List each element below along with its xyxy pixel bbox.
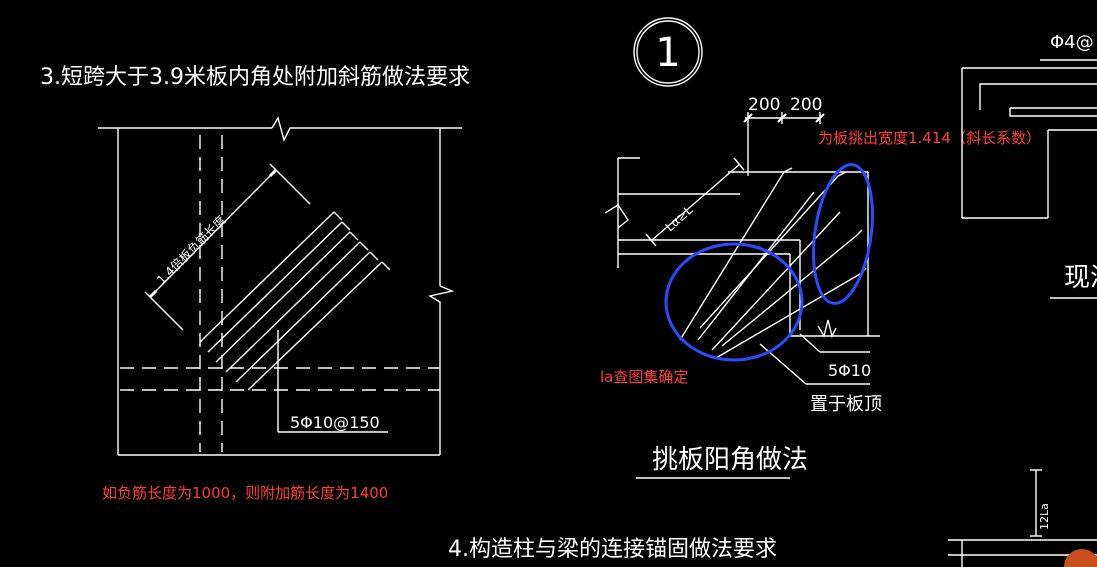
middle-detail xyxy=(604,17,880,479)
right-dim-label: 12La xyxy=(1038,503,1051,530)
highlight-ellipse-corner xyxy=(664,242,804,362)
dim-200-right: 200 xyxy=(790,95,822,115)
right-top-label: Φ4@ xyxy=(1050,32,1094,53)
left-rebar-label: 5Φ10@150 xyxy=(290,413,380,432)
middle-caption: 挑板阳角做法 xyxy=(652,445,808,475)
right-side-label: 现浇 xyxy=(1064,263,1097,293)
la-red-note: la查图集确定 xyxy=(600,368,688,386)
left-heading: 3.短跨大于3.9米板内角处附加斜筋做法要求 xyxy=(40,65,470,90)
width-red-note: 为板挑出宽度1.414（斜长系数） xyxy=(818,129,1041,147)
blue-highlight-ellipses xyxy=(664,163,874,362)
bottom-heading: 4.构造柱与梁的连接锚固做法要求 xyxy=(448,537,777,562)
position-label: 置于板顶 xyxy=(810,394,882,415)
left-detail xyxy=(98,116,462,456)
dim-200-left: 200 xyxy=(748,95,780,115)
corner-badge-icon xyxy=(1064,549,1097,567)
detail-number: 1 xyxy=(655,30,680,76)
highlight-ellipse-edge xyxy=(812,163,874,305)
middle-rebar-label: 5Φ10 xyxy=(828,361,871,380)
right-detail xyxy=(948,59,1097,567)
left-red-note: 如负筋长度为1000，则附加筋长度为1400 xyxy=(102,484,388,502)
